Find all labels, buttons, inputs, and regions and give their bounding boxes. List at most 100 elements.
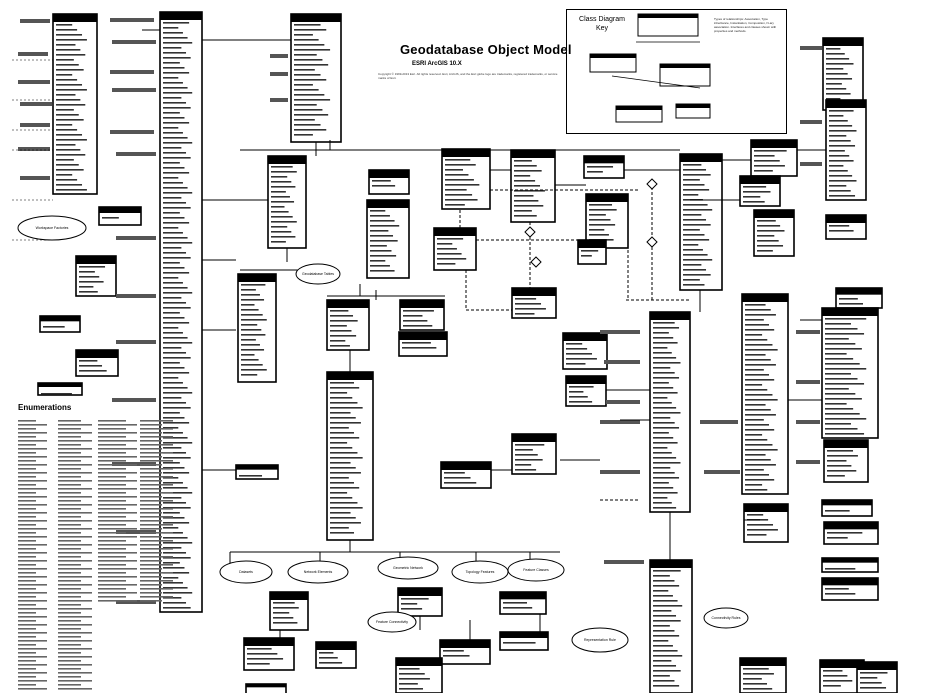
- member-line: [589, 209, 617, 211]
- member-line: [653, 620, 681, 622]
- enum-entry: [98, 592, 137, 594]
- member-line: [683, 189, 710, 191]
- member-line: [829, 140, 851, 142]
- member-line: [437, 263, 456, 265]
- member-line: [745, 454, 766, 456]
- member-line: [437, 258, 467, 260]
- member-line: [241, 364, 263, 366]
- enum-entry: [18, 628, 36, 630]
- member-line: [653, 412, 681, 414]
- member-line: [745, 334, 763, 336]
- class-header: [566, 376, 606, 384]
- member-line: [653, 377, 680, 379]
- enum-entry: [58, 492, 81, 494]
- member-line: [163, 207, 191, 209]
- enum-entry: [140, 492, 173, 494]
- enum-entry: [98, 516, 126, 518]
- enum-entry: [18, 428, 36, 430]
- enum-entry: [18, 660, 36, 662]
- member-line: [683, 184, 705, 186]
- type-label: [604, 560, 644, 564]
- enum-entry: [18, 512, 47, 514]
- enum-entry: [18, 672, 47, 674]
- member-line: [163, 297, 182, 299]
- member-line: [683, 214, 702, 216]
- key-title-line2: Key: [595, 25, 609, 32]
- member-line: [163, 227, 179, 229]
- member-line: [653, 372, 675, 374]
- member-line: [653, 352, 672, 354]
- member-line: [241, 284, 266, 286]
- oval-label: Connectivity Rules: [712, 616, 741, 620]
- enum-entry: [140, 464, 162, 466]
- member-line: [653, 492, 678, 494]
- type-label: [18, 52, 48, 56]
- member-line: [826, 88, 847, 90]
- member-line: [839, 298, 858, 300]
- member-line: [273, 617, 294, 619]
- member-line: [399, 678, 430, 680]
- member-line: [271, 221, 297, 223]
- member-line: [56, 189, 87, 191]
- member-line: [569, 401, 593, 403]
- member-line: [823, 685, 841, 687]
- member-line: [683, 219, 707, 221]
- member-line: [163, 37, 188, 39]
- member-line: [56, 169, 84, 171]
- member-line: [653, 357, 677, 359]
- enum-entry: [58, 560, 92, 562]
- enum-entry: [140, 456, 162, 458]
- member-line: [56, 144, 76, 146]
- type-label: [116, 530, 156, 534]
- member-line: [56, 64, 79, 66]
- member-line: [653, 432, 669, 434]
- member-line: [399, 673, 425, 675]
- enum-entry: [98, 436, 126, 438]
- member-line: [745, 329, 775, 331]
- enum-entry: [98, 564, 126, 566]
- member-line: [653, 332, 669, 334]
- class-header: [742, 294, 788, 302]
- member-line: [163, 597, 182, 599]
- member-line: [823, 680, 853, 682]
- class-diagram-key: [566, 9, 787, 134]
- member-line: [319, 652, 334, 654]
- member-line: [163, 197, 182, 199]
- member-line: [653, 367, 671, 369]
- member-line: [827, 537, 848, 539]
- member-line: [163, 307, 191, 309]
- member-line: [829, 225, 850, 227]
- enum-entry: [18, 464, 47, 466]
- member-line: [163, 557, 191, 559]
- abstract-class-oval: [219, 560, 273, 584]
- class-header: [824, 440, 868, 448]
- member-line: [294, 84, 313, 86]
- member-line: [829, 115, 844, 117]
- oval-label: Geometric Network: [393, 566, 423, 570]
- enum-entry: [58, 648, 92, 650]
- enum-entry: [58, 432, 92, 434]
- class-header: [584, 156, 624, 164]
- enum-entry: [58, 556, 81, 558]
- enum-entry: [58, 576, 92, 578]
- member-line: [829, 110, 854, 112]
- member-line: [829, 120, 848, 122]
- member-line: [56, 184, 83, 186]
- member-line: [683, 259, 713, 261]
- member-line: [163, 57, 191, 59]
- member-line: [860, 677, 878, 679]
- member-line: [163, 367, 185, 369]
- member-line: [163, 327, 179, 329]
- class-header: [238, 274, 276, 282]
- member-line: [247, 658, 284, 660]
- type-label: [18, 147, 50, 151]
- member-line: [829, 180, 857, 182]
- member-line: [163, 222, 190, 224]
- member-line: [653, 347, 668, 349]
- member-line: [56, 104, 86, 106]
- class-header: [396, 658, 442, 666]
- member-line: [825, 328, 858, 330]
- member-line: [683, 254, 708, 256]
- member-line: [653, 685, 680, 687]
- member-line: [372, 180, 391, 182]
